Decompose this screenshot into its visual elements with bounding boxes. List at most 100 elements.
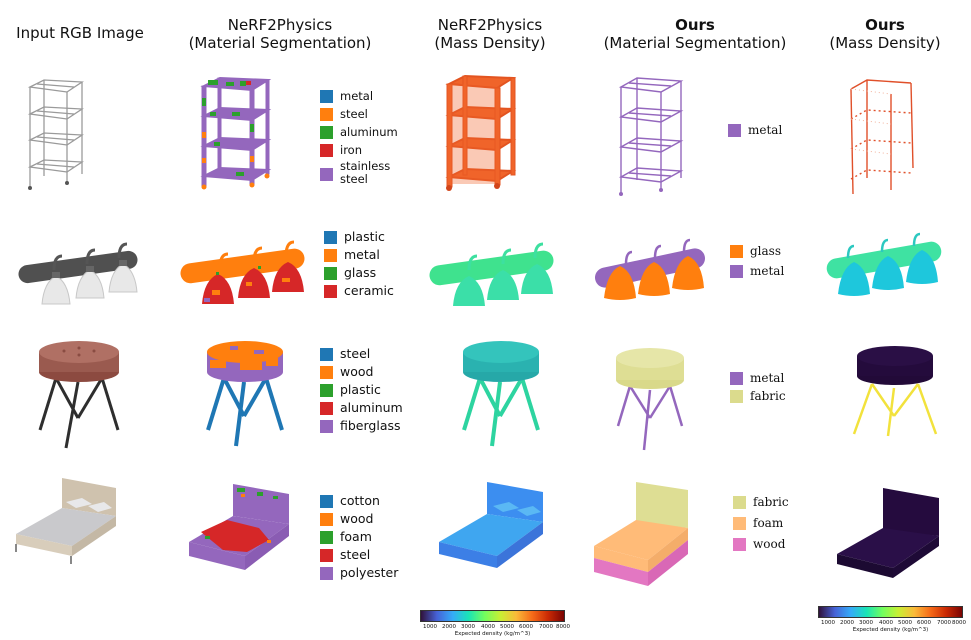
legend-label: metal bbox=[344, 247, 380, 262]
colorbar-tick: 6000 bbox=[917, 620, 931, 626]
legend-swatch bbox=[320, 90, 333, 103]
light-baseline-density-image bbox=[429, 242, 554, 306]
legend-label: metal bbox=[748, 123, 783, 137]
legend-swatch bbox=[320, 549, 333, 562]
colorbar-tick: 7000 bbox=[539, 624, 553, 630]
shelf-input-image bbox=[27, 79, 84, 190]
legend-label: glass bbox=[344, 265, 377, 280]
header-baseline-seg: NeRF2Physics (Material Segmentation) bbox=[170, 16, 390, 52]
legend-swatch bbox=[320, 384, 333, 397]
legend-swatch bbox=[320, 126, 333, 139]
legend-label: steel bbox=[340, 346, 371, 361]
colorbar-ours: 1000 2000 3000 4000 5000 6000 7000 8000 … bbox=[818, 606, 966, 636]
legend-swatch bbox=[733, 517, 746, 530]
header-line2: (Material Segmentation) bbox=[603, 34, 787, 52]
legend-label: foam bbox=[753, 516, 784, 530]
shelf-ours-density-image bbox=[850, 79, 914, 195]
legend-label: aluminum bbox=[340, 125, 398, 139]
legend-label: steel bbox=[340, 107, 368, 121]
legend-swatch bbox=[320, 348, 333, 361]
legend-label: iron bbox=[340, 143, 362, 157]
colorbar-tick: 4000 bbox=[481, 624, 495, 630]
legend-label: steel bbox=[340, 547, 371, 562]
colorbar-tick: 3000 bbox=[461, 624, 475, 630]
legend-label: polyester bbox=[340, 565, 399, 580]
legend-swatch bbox=[320, 420, 333, 433]
colorbar-gradient bbox=[818, 606, 963, 618]
stool-baseline-density-image bbox=[462, 341, 540, 447]
legend-swatch bbox=[733, 538, 746, 551]
legend-swatch bbox=[730, 265, 743, 278]
legend-swatch bbox=[320, 567, 333, 580]
legend-label: glass bbox=[750, 244, 781, 258]
header-line1: Ours bbox=[675, 16, 715, 34]
colorbar-tick: 7000 bbox=[937, 620, 951, 626]
header-baseline-density: NeRF2Physics (Mass Density) bbox=[405, 16, 575, 52]
header-line1: Ours bbox=[865, 16, 905, 34]
legend-label: wood bbox=[753, 537, 786, 551]
colorbar-tick: 4000 bbox=[879, 620, 893, 626]
header-line2: (Material Segmentation) bbox=[188, 34, 372, 52]
light-ours-seg-image bbox=[595, 238, 705, 300]
colorbar-tick: 1000 bbox=[423, 624, 437, 630]
legend-label: metal bbox=[750, 264, 785, 278]
stool-baseline-seg-image bbox=[206, 341, 284, 447]
legend-label: foam bbox=[340, 529, 372, 544]
header-line1: Input RGB Image bbox=[16, 24, 144, 42]
shelf-ours-seg-image bbox=[618, 77, 684, 196]
legend-swatch bbox=[324, 249, 337, 262]
legend-label: wood bbox=[340, 364, 374, 379]
legend-label: cotton bbox=[340, 493, 380, 508]
legend-label: aluminum bbox=[340, 400, 403, 415]
bed-baseline-density-image bbox=[439, 482, 543, 568]
light-baseline-seg-image bbox=[180, 240, 305, 304]
shelf-baseline-density-image bbox=[445, 74, 517, 191]
header-line2: (Mass Density) bbox=[434, 34, 546, 52]
legend-label: ceramic bbox=[344, 283, 394, 298]
header-line1: NeRF2Physics bbox=[227, 16, 333, 34]
legend-swatch bbox=[730, 245, 743, 258]
colorbar-tick: 6000 bbox=[519, 624, 533, 630]
colorbar-label: Expected density (kg/m^3) bbox=[852, 627, 929, 633]
header-line2: (Mass Density) bbox=[829, 34, 941, 52]
legend-swatch bbox=[733, 496, 746, 509]
colorbar-tick: 5000 bbox=[898, 620, 912, 626]
header-line1: NeRF2Physics bbox=[437, 16, 543, 34]
bed-input-image bbox=[15, 478, 116, 564]
legend-label: fiberglass bbox=[340, 418, 401, 433]
colorbar-tick: 2000 bbox=[840, 620, 854, 626]
light-ours-density-image bbox=[826, 232, 942, 296]
legend-swatch bbox=[320, 531, 333, 544]
colorbar-tick: 3000 bbox=[859, 620, 873, 626]
colorbar-tick: 1000 bbox=[821, 620, 835, 626]
bed-baseline-seg-image bbox=[189, 484, 289, 570]
colorbar-gradient bbox=[420, 610, 565, 622]
legend-swatch bbox=[320, 144, 333, 157]
colorbar-tick: 5000 bbox=[500, 624, 514, 630]
legend-label: stainless steel bbox=[340, 159, 391, 186]
legend-swatch bbox=[324, 267, 337, 280]
legend-swatch bbox=[320, 513, 333, 526]
header-input-rgb: Input RGB Image bbox=[0, 24, 160, 42]
stool-ours-seg-image bbox=[616, 348, 684, 451]
legend-swatch bbox=[324, 285, 337, 298]
stool-input-image bbox=[38, 341, 120, 449]
legend-label: fabric bbox=[750, 389, 786, 403]
stool-ours-density-image bbox=[852, 346, 938, 437]
legend-swatch bbox=[320, 495, 333, 508]
legend-swatch bbox=[320, 366, 333, 379]
legend-swatch bbox=[728, 124, 741, 137]
header-ours-density: Ours (Mass Density) bbox=[810, 16, 960, 52]
legend-label: wood bbox=[340, 511, 374, 526]
legend-swatch bbox=[320, 108, 333, 121]
colorbar-tick: 8000 bbox=[952, 620, 966, 626]
legend-label: metal bbox=[750, 371, 785, 385]
legend-swatch bbox=[730, 372, 743, 385]
legend-label: plastic bbox=[340, 382, 381, 397]
legend-swatch bbox=[320, 168, 333, 181]
legend-label: plastic bbox=[344, 229, 385, 244]
colorbar-tick: 8000 bbox=[556, 624, 570, 630]
legend-swatch bbox=[320, 402, 333, 415]
light-input-image bbox=[18, 242, 138, 305]
bed-ours-seg-image bbox=[594, 482, 688, 586]
